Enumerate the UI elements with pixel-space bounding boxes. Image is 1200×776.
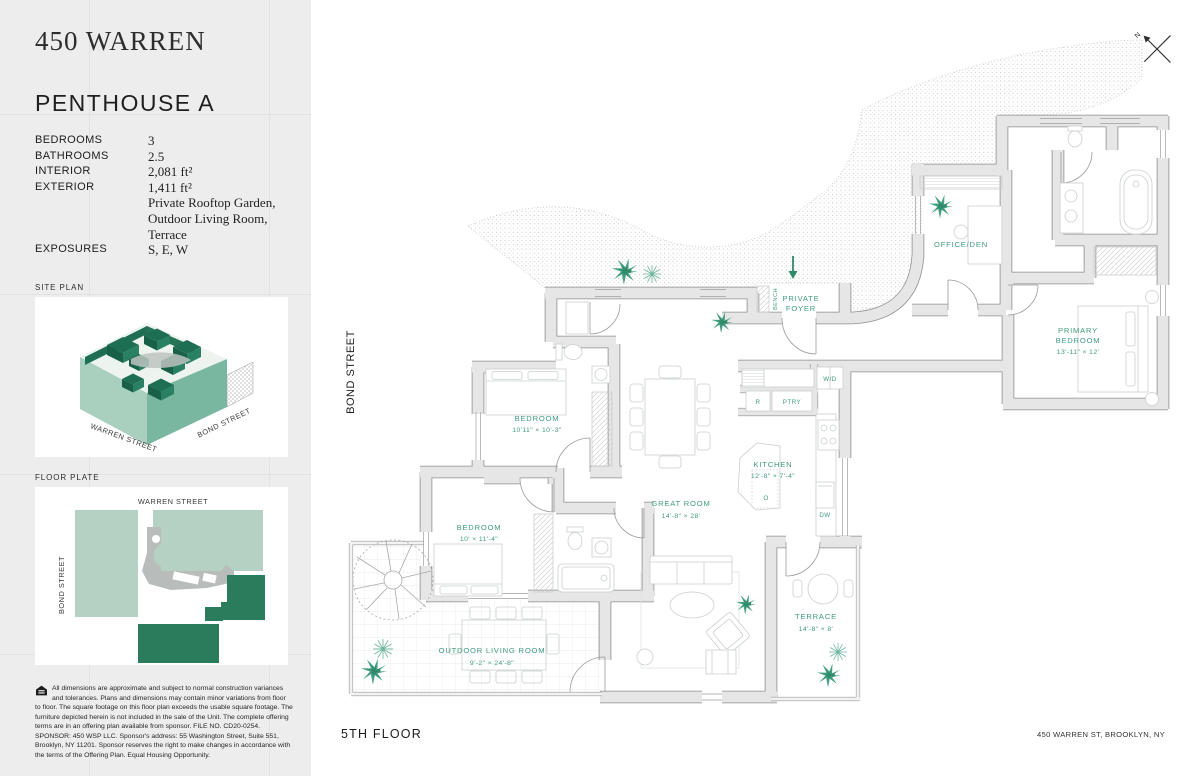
bench-seat xyxy=(756,285,770,313)
refrigerator-box xyxy=(745,390,771,412)
pantry-box xyxy=(771,390,813,412)
bed xyxy=(433,543,503,597)
terrace-label: TERRACE xyxy=(795,612,837,621)
windows-layer xyxy=(423,118,1166,599)
disclaimer: All dimensions are approximate and subje… xyxy=(35,684,293,760)
svg-text:10'11" × 10'-3": 10'11" × 10'-3" xyxy=(512,427,562,434)
outdoor-dining xyxy=(448,606,560,684)
sidebar: 450 WARREN PENTHOUSE A BEDROOMS 3 BATHRO… xyxy=(0,0,311,776)
office-den-label: OFFICE/DEN xyxy=(934,240,988,249)
spec-exterior-feature: Outdoor Living Room, xyxy=(148,210,268,226)
compass-n-label: N xyxy=(1134,31,1142,40)
floor-plate-heading: FLOOR PLATE xyxy=(35,473,100,482)
site-plan-card: WARREN STREET BOND STREET xyxy=(35,297,288,457)
spec-exterior: EXTERIOR 1,411 ft² xyxy=(35,179,192,195)
bed xyxy=(1077,290,1159,406)
bedroom-label: BEDROOM xyxy=(515,414,560,423)
range xyxy=(817,419,840,451)
great-room-label: GREAT ROOM xyxy=(651,499,710,508)
oven-label: O xyxy=(763,495,768,502)
spec-interior: INTERIOR 2,081 ft² xyxy=(35,164,193,180)
chair xyxy=(705,649,737,675)
closet xyxy=(565,301,589,335)
floor-plan-drawing: PRIVATE FOYER BENCH OFFICE/DEN PRIMARY B… xyxy=(335,39,1185,720)
kitchen-label: KITCHEN xyxy=(754,460,793,469)
furniture-layer xyxy=(352,125,1159,684)
svg-text:10' × 11'-4": 10' × 11'-4" xyxy=(460,536,498,543)
svg-text:14'-8" × 28': 14'-8" × 28' xyxy=(662,513,701,520)
closet xyxy=(533,513,554,593)
entry-arrow-icon xyxy=(788,256,798,279)
unit-title: PENTHOUSE A xyxy=(35,90,216,116)
pantry-label: PTRY xyxy=(783,399,801,406)
floor-label: 5TH FLOOR xyxy=(341,727,422,741)
svg-text:BEDROOM: BEDROOM xyxy=(1056,336,1101,345)
building-name: 450 WARREN xyxy=(35,26,206,56)
room-labels: PRIVATE FOYER BENCH OFFICE/DEN PRIMARY B… xyxy=(439,240,1101,667)
compass-icon: N xyxy=(1134,31,1171,63)
equal-housing-icon xyxy=(35,685,48,700)
sofa xyxy=(649,555,733,585)
spec-bedrooms: BEDROOMS 3 xyxy=(35,133,155,148)
bedroom-label: BEDROOM xyxy=(457,523,502,532)
outdoor-floor xyxy=(352,545,600,692)
site-plan-heading: SITE PLAN xyxy=(35,283,85,292)
site-plan-illustration: WARREN STREET BOND STREET xyxy=(80,323,254,454)
private-foyer-label: PRIVATE xyxy=(783,294,820,303)
closet xyxy=(1093,246,1157,276)
primary-bathroom xyxy=(1059,125,1153,235)
wd-label: W/D xyxy=(823,376,837,383)
dishwasher-label: DW xyxy=(819,512,830,519)
primary-bedroom-label: PRIMARY xyxy=(1058,326,1098,335)
spec-list: BEDROOMS 3 BATHROOMS 2.5 INTERIOR 2,081 … xyxy=(35,133,290,258)
kitchen-island xyxy=(737,442,781,511)
dining-table xyxy=(629,365,711,469)
plate-bond-street-label: BOND STREET xyxy=(57,556,66,614)
svg-text:13'-11" × 12': 13'-11" × 12' xyxy=(1057,349,1099,356)
doors-layer xyxy=(519,151,1093,701)
refrigerator-label: R xyxy=(756,399,761,406)
plan-area: N BOND STREET 5TH FLOOR 450 WARREN ST, B… xyxy=(311,0,1200,776)
bathroom xyxy=(557,526,615,593)
disclaimer-text: All dimensions are approximate and subje… xyxy=(35,685,293,759)
floor-plate-illustration: WARREN STREET BOND STREET xyxy=(57,497,265,663)
coffee-table xyxy=(669,591,715,619)
plate-warren-street-label: WARREN STREET xyxy=(138,497,208,506)
powder-room xyxy=(555,343,611,384)
rooftop-garden xyxy=(467,39,1143,311)
outdoor-living-room-label: OUTDOOR LIVING ROOM xyxy=(439,646,546,655)
dishwasher-box xyxy=(815,481,835,509)
bench-label: BENCH xyxy=(773,288,779,310)
spec-exposures: EXPOSURES S, E, W xyxy=(35,242,189,258)
address-label: 450 WARREN ST, BROOKLYN, NY xyxy=(1037,730,1165,739)
svg-text:9'-2" × 24'-8": 9'-2" × 24'-8" xyxy=(470,660,514,667)
closet xyxy=(591,391,613,467)
terrace-table xyxy=(792,573,854,605)
spec-exterior-feature: Private Rooftop Garden, xyxy=(148,195,276,211)
floor-plate-card: WARREN STREET BOND STREET xyxy=(35,487,288,665)
armchair xyxy=(706,612,750,656)
side-table xyxy=(636,648,654,666)
desk xyxy=(919,175,1003,265)
spec-bathrooms: BATHROOMS 2.5 xyxy=(35,148,165,164)
svg-text:FOYER: FOYER xyxy=(786,304,816,313)
living-set xyxy=(636,555,750,675)
svg-text:14'-8" × 8': 14'-8" × 8' xyxy=(799,626,834,633)
kitchen-fixtures xyxy=(737,366,844,537)
spiral-stair xyxy=(352,539,434,621)
spec-exterior-feature: Terrace xyxy=(148,226,187,242)
svg-text:12'-8" × 7'-4": 12'-8" × 7'-4" xyxy=(751,473,795,480)
bed xyxy=(485,368,567,416)
